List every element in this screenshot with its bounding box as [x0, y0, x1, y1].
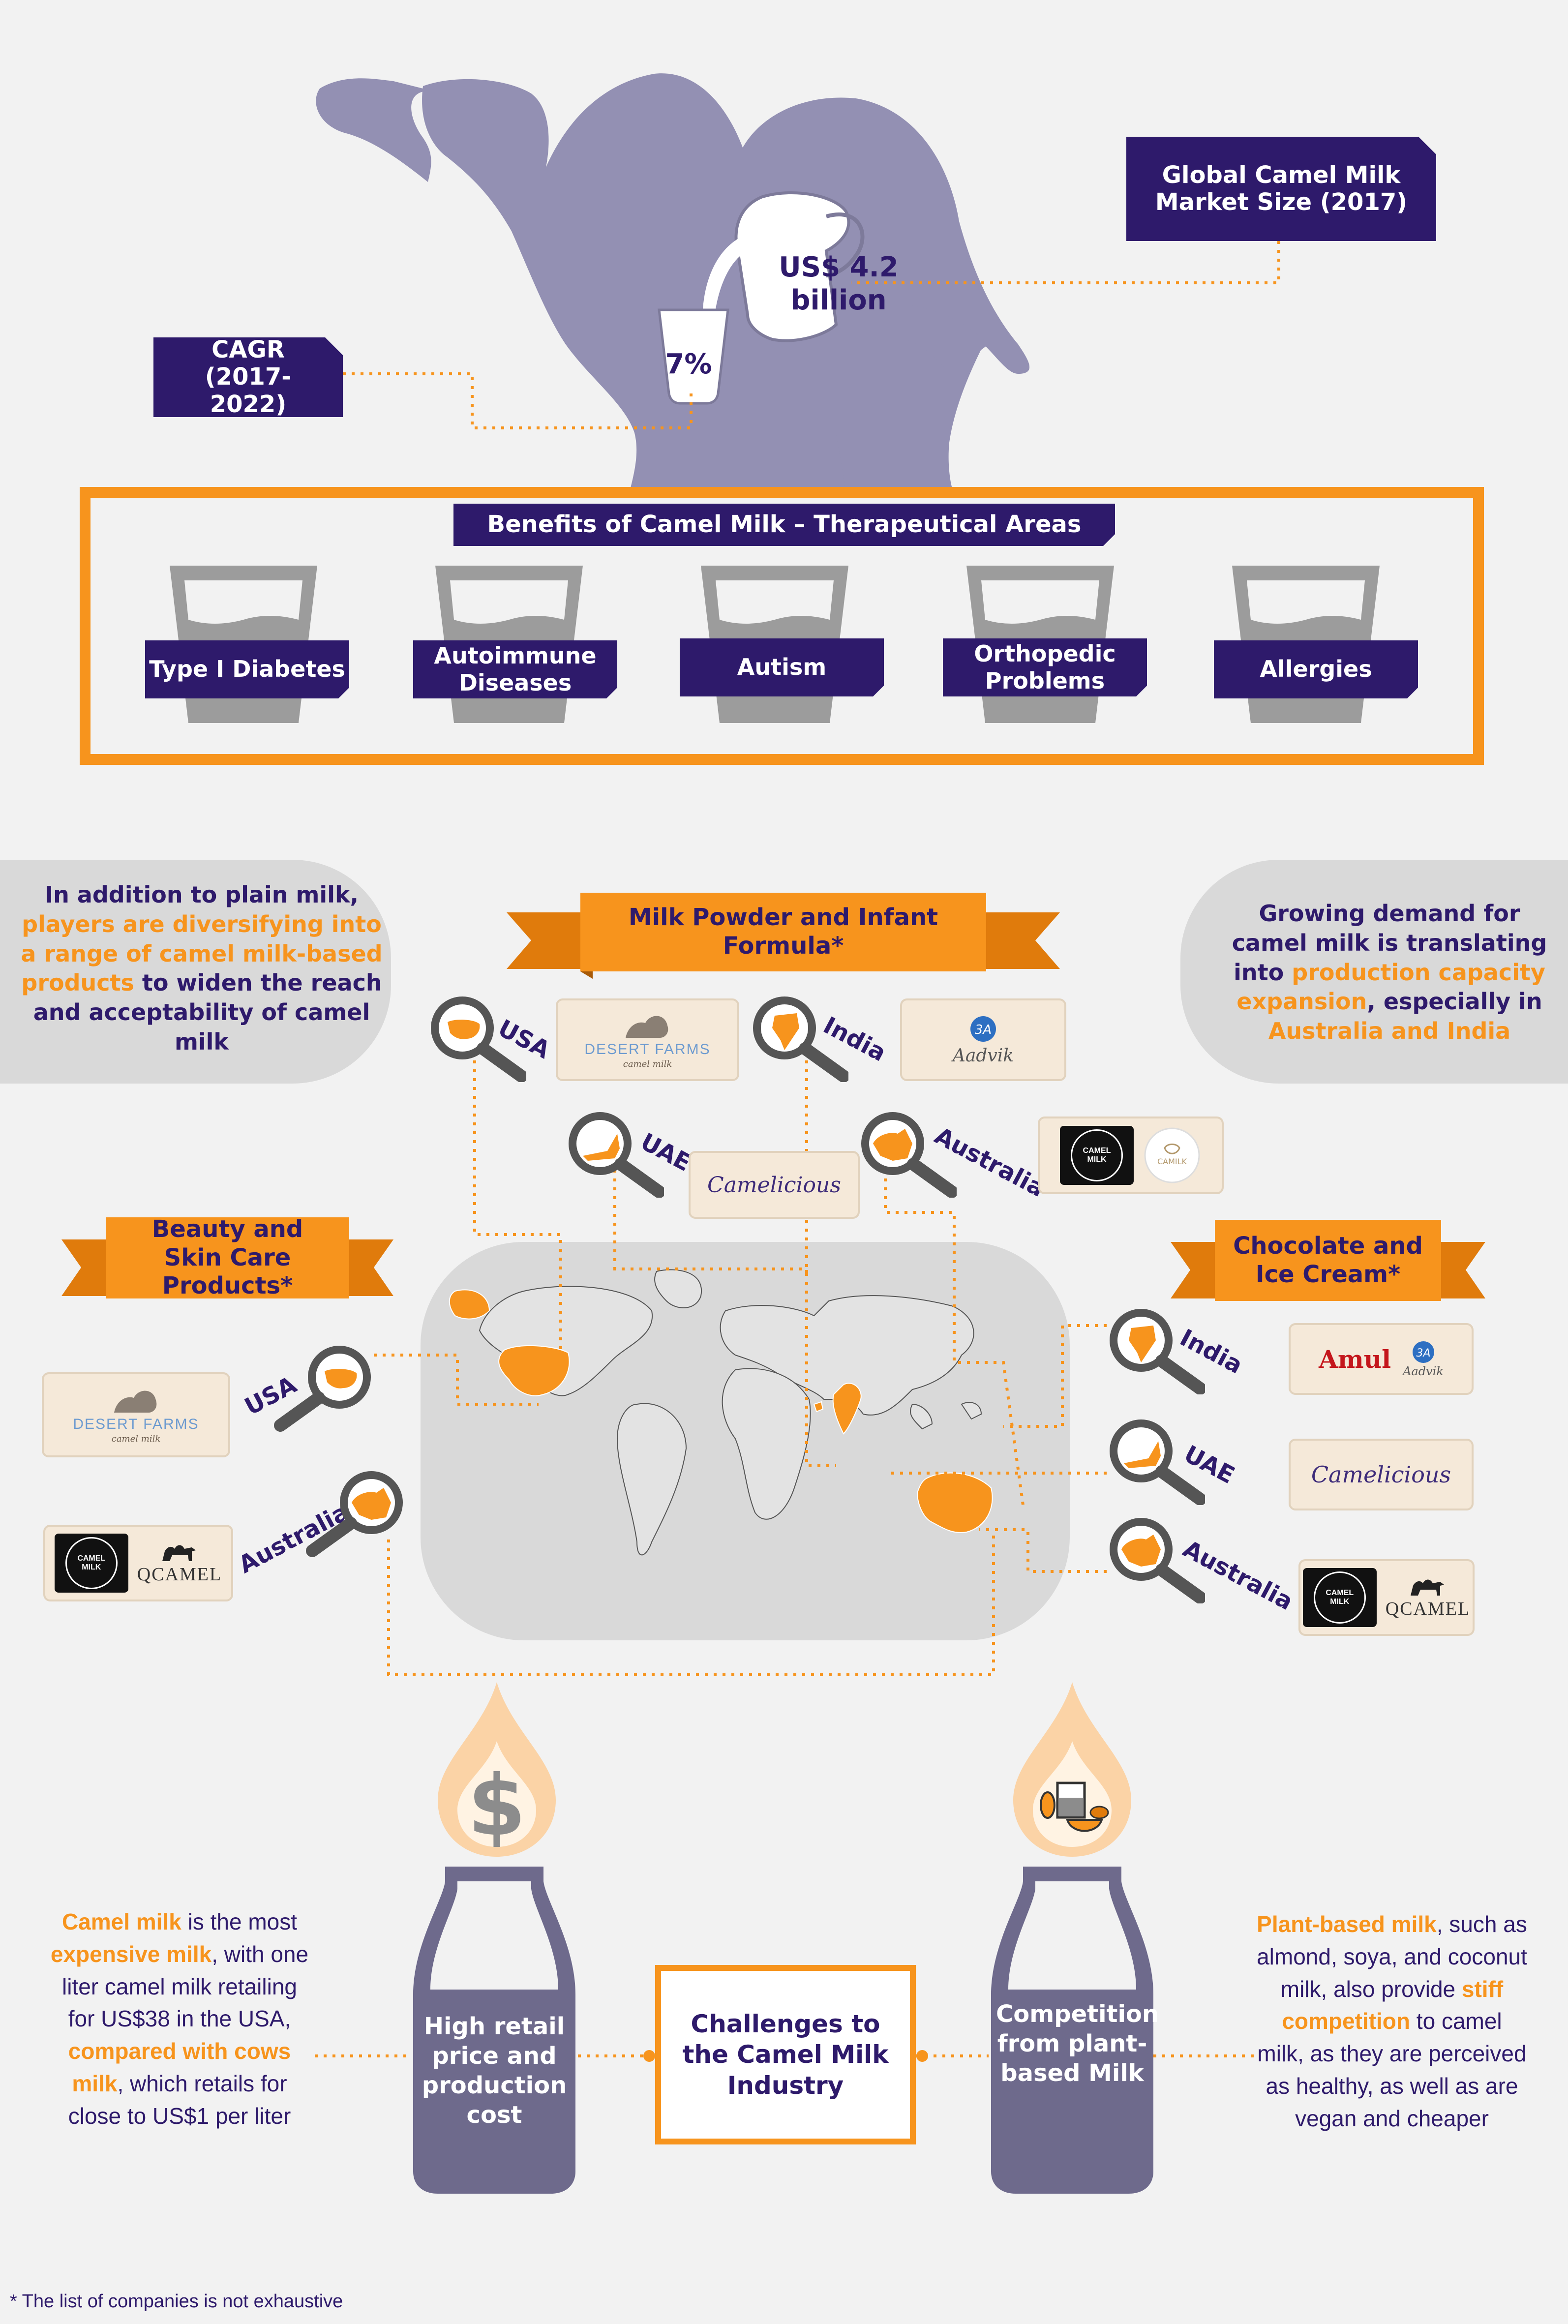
svg-text:3A: 3A [1416, 1347, 1430, 1359]
cagr-value: 7% [665, 348, 712, 380]
magnifier-uae-powder-icon [566, 1109, 664, 1198]
benefit-allergies: Allergies [1214, 640, 1418, 698]
logo-camelicious-powder: Camelicious [689, 1151, 860, 1219]
left-challenge-text: Camel milk is the most expensive milk, w… [50, 1909, 309, 2129]
ribbon-milk-powder-title: Milk Powder and Infant Formula* [628, 904, 938, 960]
left-callout-bg [0, 860, 391, 1084]
benefit-autism: Autism [680, 638, 884, 696]
highlighted-countries [449, 1289, 993, 1533]
ribbon-chocolate-title: Chocolate and Ice Cream* [1233, 1232, 1423, 1288]
connector-lines [343, 241, 1280, 429]
bottle-right-label: Competition from plant-based Milk [996, 2000, 1159, 2087]
challenge-connectors [315, 2050, 1257, 2062]
bottle-left-label: High retail price and production cost [422, 2013, 567, 2129]
camel-silhouette [316, 73, 1030, 492]
logo-aadvik-powder: 3A Aadvik [900, 998, 1066, 1081]
right-challenge-text: Plant-based milk, such as almond, soya, … [1257, 1911, 1527, 2131]
svg-text:3A: 3A [975, 1023, 992, 1037]
logo-desert-farms-powder: DESERT FARMS camel milk [556, 998, 739, 1081]
benefit-autoimmune-diseases: Autoimmune Diseases [413, 640, 617, 698]
logo-camelicious-chocolate: Camelicious [1289, 1439, 1474, 1510]
market-size-value: US$ 4.2 billion [779, 251, 899, 317]
magnifier-india-powder-icon [750, 994, 848, 1082]
challenges-box: Challenges to the Camel Milk Industry [655, 1965, 916, 2144]
benefits-title: Benefits of Camel Milk – Therapeutical A… [453, 504, 1115, 546]
magnifier-usa-powder-icon [428, 994, 526, 1082]
logo-camel-milk-qcamel-beauty: CAMEL MILK QCAMEL [43, 1525, 233, 1601]
benefit-type-1-diabetes: Type I Diabetes [145, 640, 349, 698]
magnifier-uae-chocolate-icon [1107, 1417, 1205, 1505]
magnifier-australia-beauty-icon [288, 1468, 406, 1567]
milk-pitcher-icon [658, 191, 865, 405]
logo-desert-farms-beauty: DESERT FARMS camel milk [42, 1372, 230, 1457]
benefits-frame [80, 487, 1484, 765]
magnifier-australia-chocolate-icon [1107, 1515, 1205, 1603]
magnifier-australia-powder-icon [858, 1109, 957, 1198]
ribbon-milk-powder: Milk Powder and Infant Formula* [507, 893, 1060, 981]
drop-dollar-icon: $ [438, 1682, 556, 1857]
challenges-title: Challenges to the Camel Milk Industry [682, 2009, 889, 2100]
bottle-left [413, 1867, 575, 2194]
market-size-label: Global Camel Milk Market Size (2017) [1126, 137, 1436, 241]
right-callout-bg [1180, 860, 1568, 1084]
svg-text:CAMILK: CAMILK [1157, 1157, 1187, 1166]
ribbon-beauty: Beauty and Skin Care Products* [61, 1215, 393, 1308]
ribbon-chocolate: Chocolate and Ice Cream* [1171, 1220, 1485, 1311]
bottle-right [991, 1867, 1153, 2194]
right-callout-text: Growing demand for camel milk is transla… [1232, 900, 1547, 1045]
footnote: * The list of companies is not exhaustiv… [10, 2291, 343, 2312]
product-connector-lines [374, 1043, 1107, 1676]
logo-amul-aadvik-chocolate: Amul 3A Aadvik [1289, 1323, 1474, 1395]
magnifier-india-chocolate-icon [1107, 1306, 1205, 1394]
benefit-orthopedic-problems: Orthopedic Problems [943, 638, 1147, 696]
svg-text:$: $ [468, 1757, 526, 1855]
world-map [449, 1269, 993, 1556]
cagr-label: CAGR (2017-2022) [153, 337, 343, 417]
drop-plant-milk-icon [1013, 1682, 1131, 1857]
logo-camel-milk-camilk-powder: CAMEL MILK CAMILK [1038, 1117, 1224, 1194]
ribbon-beauty-title: Beauty and Skin Care Products* [151, 1215, 303, 1300]
magnifier-usa-beauty-icon [256, 1343, 374, 1441]
logo-camel-milk-qcamel-chocolate: CAMEL MILK QCAMEL [1298, 1559, 1475, 1636]
left-callout-text: In addition to plain milk, players are d… [21, 881, 383, 1055]
